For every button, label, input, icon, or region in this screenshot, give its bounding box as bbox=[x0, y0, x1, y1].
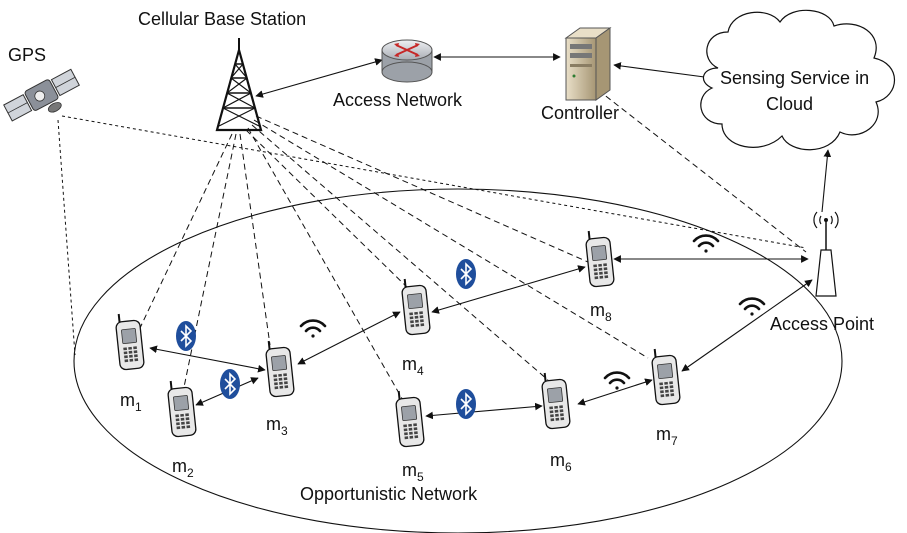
access-network-label: Access Network bbox=[333, 90, 463, 110]
phone-icon bbox=[115, 313, 145, 371]
bluetooth-icon bbox=[456, 389, 476, 419]
wifi-icon bbox=[738, 297, 766, 316]
antenna-icon bbox=[813, 211, 839, 297]
base-station-label: Cellular Base Station bbox=[138, 9, 306, 29]
phone-icon bbox=[585, 230, 615, 288]
satellite-icon bbox=[3, 68, 80, 122]
node-label-m7: m7 bbox=[656, 424, 678, 448]
mobile-devices bbox=[115, 230, 681, 448]
node-label-m1: m1 bbox=[120, 390, 142, 414]
opportunistic-network-boundary bbox=[73, 188, 843, 533]
cloud-label-line2: Cloud bbox=[766, 94, 813, 114]
bluetooth-icons bbox=[176, 259, 476, 419]
access-point-label: Access Point bbox=[770, 314, 874, 334]
phone-icon bbox=[395, 390, 425, 448]
wifi-icon bbox=[603, 371, 631, 390]
controller-label: Controller bbox=[541, 103, 619, 123]
backbone-links bbox=[255, 53, 832, 213]
router-icon bbox=[381, 39, 433, 83]
node-label-m6: m6 bbox=[550, 450, 572, 474]
phone-icon bbox=[541, 372, 571, 430]
node-labels: m1 m2 m3 m4 m5 m6 m7 m8 bbox=[120, 300, 678, 484]
node-label-m2: m2 bbox=[172, 456, 194, 480]
bluetooth-icon bbox=[456, 259, 476, 289]
gps-links bbox=[57, 115, 807, 356]
wifi-icons bbox=[299, 234, 766, 390]
bluetooth-icon bbox=[220, 369, 240, 399]
node-label-m8: m8 bbox=[590, 300, 612, 324]
d2d-links bbox=[149, 255, 813, 420]
wifi-icon bbox=[299, 319, 327, 338]
node-label-m5: m5 bbox=[402, 460, 424, 484]
opportunistic-network-label: Opportunistic Network bbox=[300, 484, 478, 504]
phone-icon bbox=[651, 348, 681, 406]
phone-icon bbox=[167, 380, 197, 438]
phone-icon bbox=[265, 340, 295, 398]
cloud-label-line1: Sensing Service in bbox=[720, 68, 869, 88]
cellular-links bbox=[139, 115, 649, 403]
node-label-m3: m3 bbox=[266, 414, 288, 438]
cloud-icon bbox=[700, 9, 896, 151]
bluetooth-icon bbox=[176, 321, 196, 351]
node-label-m4: m4 bbox=[402, 354, 424, 378]
gps-label: GPS bbox=[8, 45, 46, 65]
phone-icon bbox=[401, 278, 431, 336]
cell-tower-icon bbox=[215, 38, 263, 132]
server-icon bbox=[564, 27, 612, 101]
controller-ap-link bbox=[597, 89, 807, 253]
wifi-icon bbox=[692, 234, 720, 253]
